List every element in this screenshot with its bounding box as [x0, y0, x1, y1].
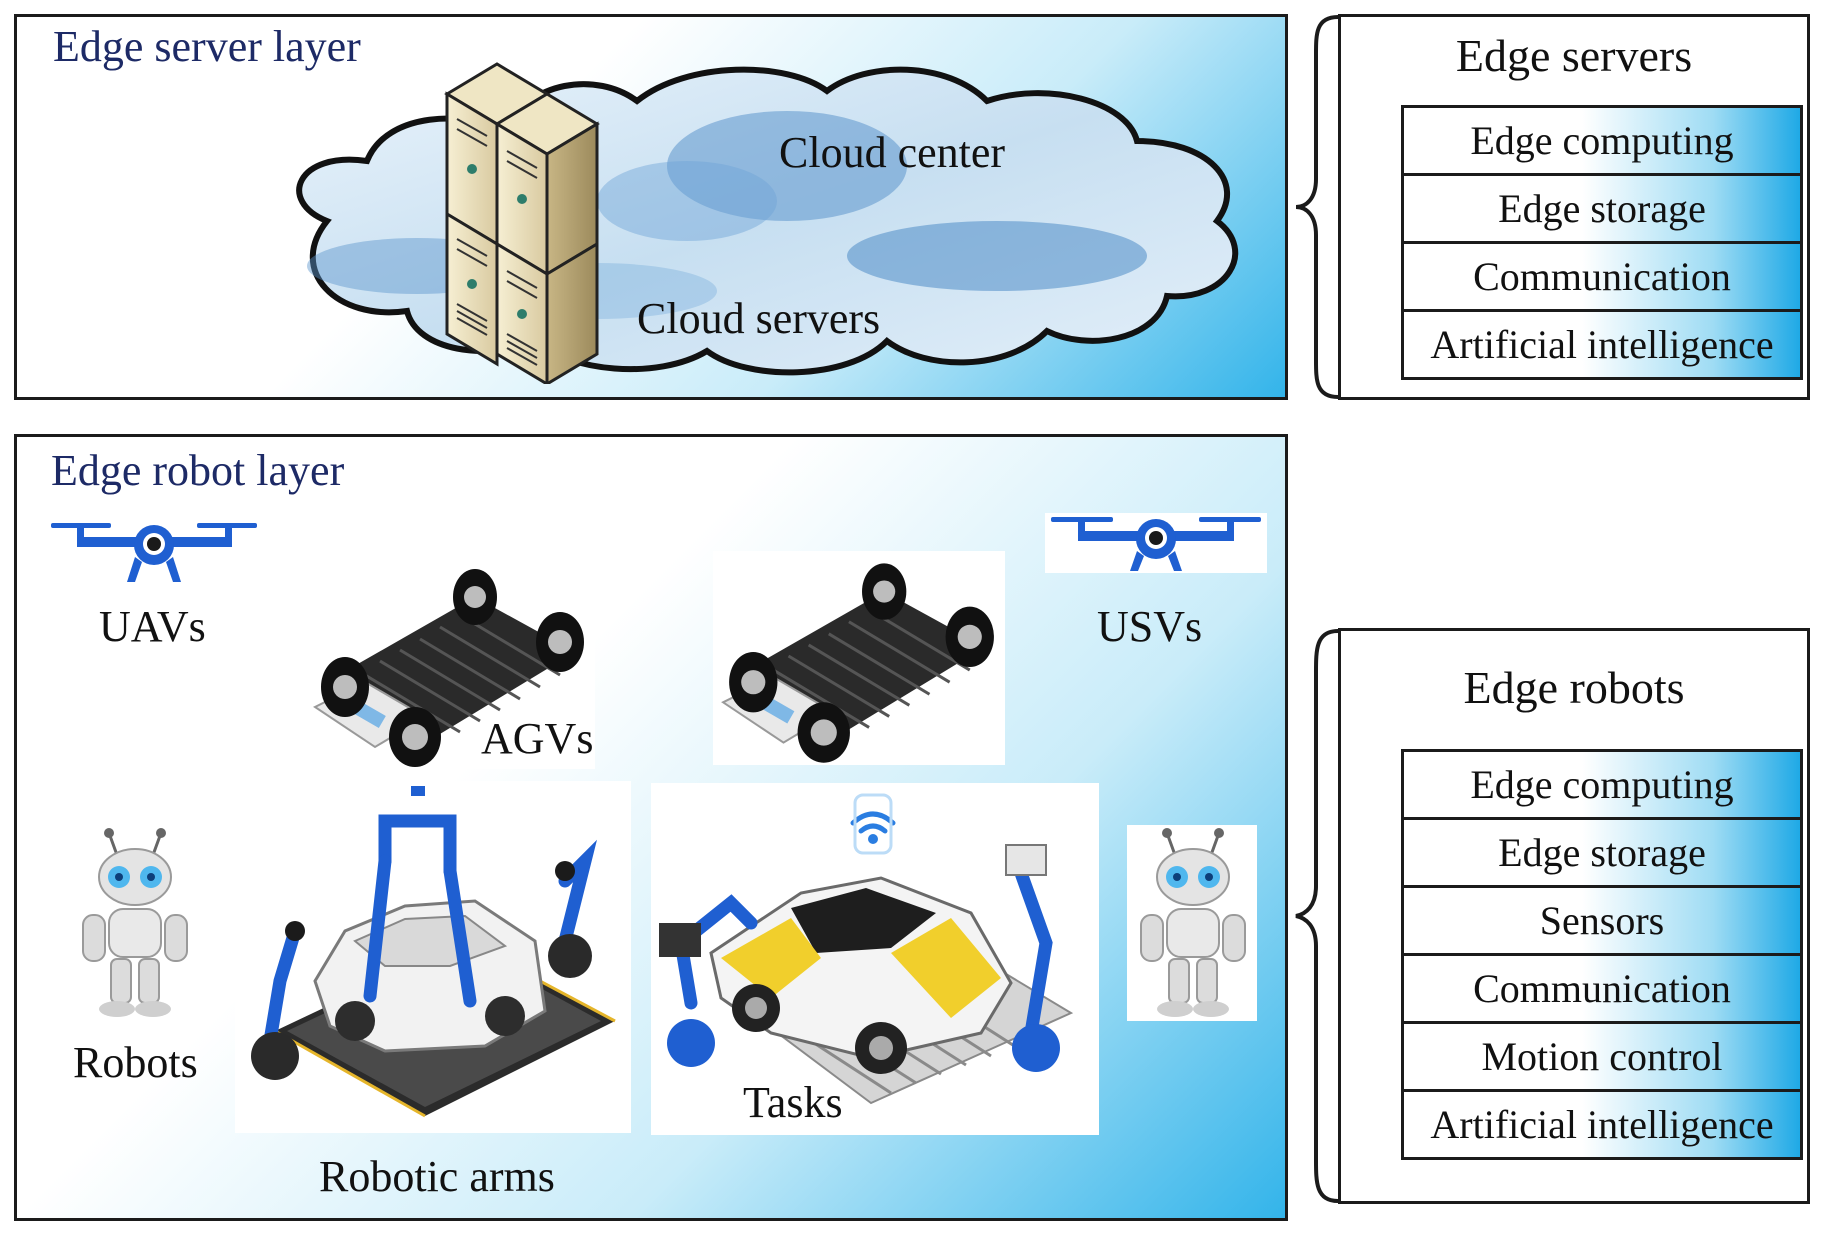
- robotic-arms-label: Robotic arms: [319, 1152, 555, 1201]
- edge-servers-list: Edge computing Edge storage Communicatio…: [1401, 105, 1803, 380]
- edge-robots-item: Sensors: [1401, 885, 1803, 956]
- edge-robots-item: Communication: [1401, 953, 1803, 1024]
- edge-servers-item: Edge computing: [1401, 105, 1803, 176]
- agv-chassis-icon: [313, 569, 584, 767]
- edge-robot-layer: Edge robot layer UAVs: [14, 434, 1288, 1221]
- uavs-label: UAVs: [99, 602, 206, 651]
- humanoid-robot-tile-right: [1127, 825, 1257, 1021]
- brace-server-layer: [1295, 15, 1339, 399]
- humanoid-robot-tile-left: [69, 825, 199, 1021]
- edge-servers-item: Artificial intelligence: [1401, 309, 1803, 380]
- robots-label: Robots: [73, 1038, 198, 1087]
- edge-robots-item: Motion control: [1401, 1021, 1803, 1092]
- tasks-label: Tasks: [743, 1078, 843, 1127]
- robotic-arms-tile: [235, 781, 631, 1133]
- car-assembly-robotic-arms-icon: [251, 786, 616, 1118]
- car-production-task-icon: [659, 793, 1074, 1105]
- edge-servers-panel: Edge servers Edge computing Edge storage…: [1338, 14, 1810, 400]
- edge-robots-list: Edge computing Edge storage Sensors Comm…: [1401, 749, 1803, 1160]
- agvs-label: AGVs: [481, 714, 594, 763]
- edge-robots-item: Edge storage: [1401, 817, 1803, 888]
- edge-server-layer: Edge server layer: [14, 14, 1288, 400]
- agv-chassis-icon: [721, 563, 994, 763]
- usvs-label: USVs: [1097, 602, 1203, 651]
- agv-tile-1: [305, 557, 595, 769]
- tasks-tile: [651, 783, 1099, 1135]
- drone-icon: [51, 523, 257, 582]
- drone-icon: [1051, 517, 1261, 571]
- usv-tile: [1045, 513, 1267, 573]
- cloud-center-label: Cloud center: [779, 128, 1006, 177]
- agv-tile-2: [713, 551, 1005, 765]
- brace-robot-layer: [1295, 629, 1339, 1203]
- cloud-servers-label: Cloud servers: [637, 294, 881, 343]
- edge-server-layer-title: Edge server layer: [53, 22, 361, 71]
- edge-robots-item: Edge computing: [1401, 749, 1803, 820]
- edge-robots-panel: Edge robots Edge computing Edge storage …: [1338, 628, 1810, 1204]
- edge-robots-item: Artificial intelligence: [1401, 1089, 1803, 1160]
- edge-servers-title: Edge servers: [1455, 30, 1693, 81]
- edge-robots-title: Edge robots: [1463, 662, 1685, 713]
- edge-servers-item: Communication: [1401, 241, 1803, 312]
- edge-servers-item: Edge storage: [1401, 173, 1803, 244]
- humanoid-robot-icon: [82, 828, 188, 1017]
- cloud-icon: [296, 66, 1239, 376]
- server-rack-icon: [444, 62, 600, 384]
- edge-robot-layer-title: Edge robot layer: [51, 446, 345, 495]
- humanoid-robot-icon: [1140, 828, 1246, 1017]
